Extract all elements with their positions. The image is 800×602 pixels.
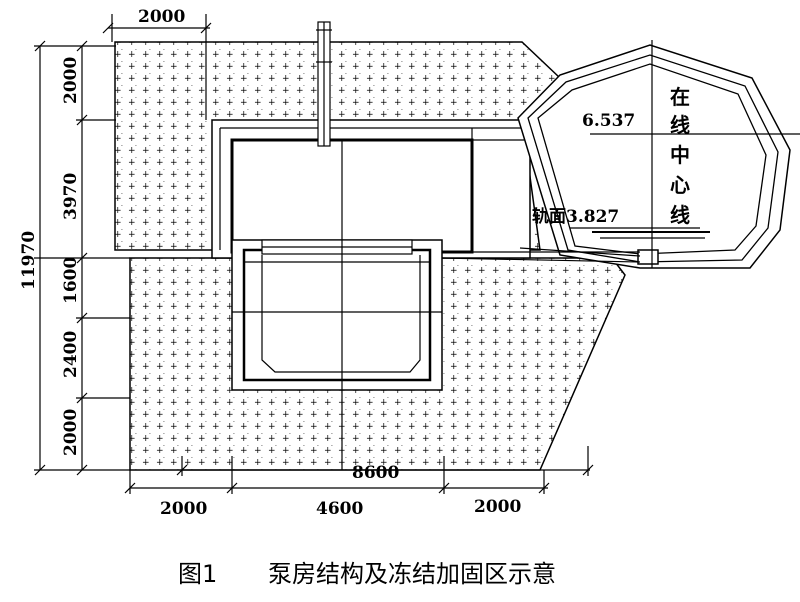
figure-title: 泵房结构及冻结加固区示意 [268, 560, 556, 588]
center-line-char-4: 心 [670, 173, 690, 197]
elevation-top-label: 6.537 [582, 111, 635, 131]
dim-left-2: 3970 [61, 173, 81, 220]
dim-top-width: 2000 [138, 7, 185, 27]
dim-bottom-3: 2000 [474, 497, 521, 517]
center-line-char-1: 在 [670, 85, 690, 109]
dim-left-1: 2000 [61, 57, 81, 104]
sump-pit-inner [242, 248, 432, 382]
dim-left-4: 2400 [61, 331, 81, 378]
dim-bottom-1: 2000 [160, 499, 207, 519]
dim-left-total: 11970 [19, 231, 39, 290]
dim-left-3: 1600 [61, 257, 81, 304]
rail-surface-label: 轨面3.827 [532, 206, 619, 227]
center-line-char-2: 线 [670, 113, 690, 137]
center-line-char-3: 中 [670, 143, 690, 167]
rail-base [637, 249, 659, 265]
dim-bottom-2: 4600 [316, 499, 363, 519]
dim-left-5: 2000 [61, 409, 81, 456]
pump-house-inner [230, 138, 474, 254]
dim-bottom-mid: 8600 [352, 463, 399, 483]
figure-number: 图1 [178, 560, 217, 588]
center-line-char-5: 线 [670, 203, 690, 227]
